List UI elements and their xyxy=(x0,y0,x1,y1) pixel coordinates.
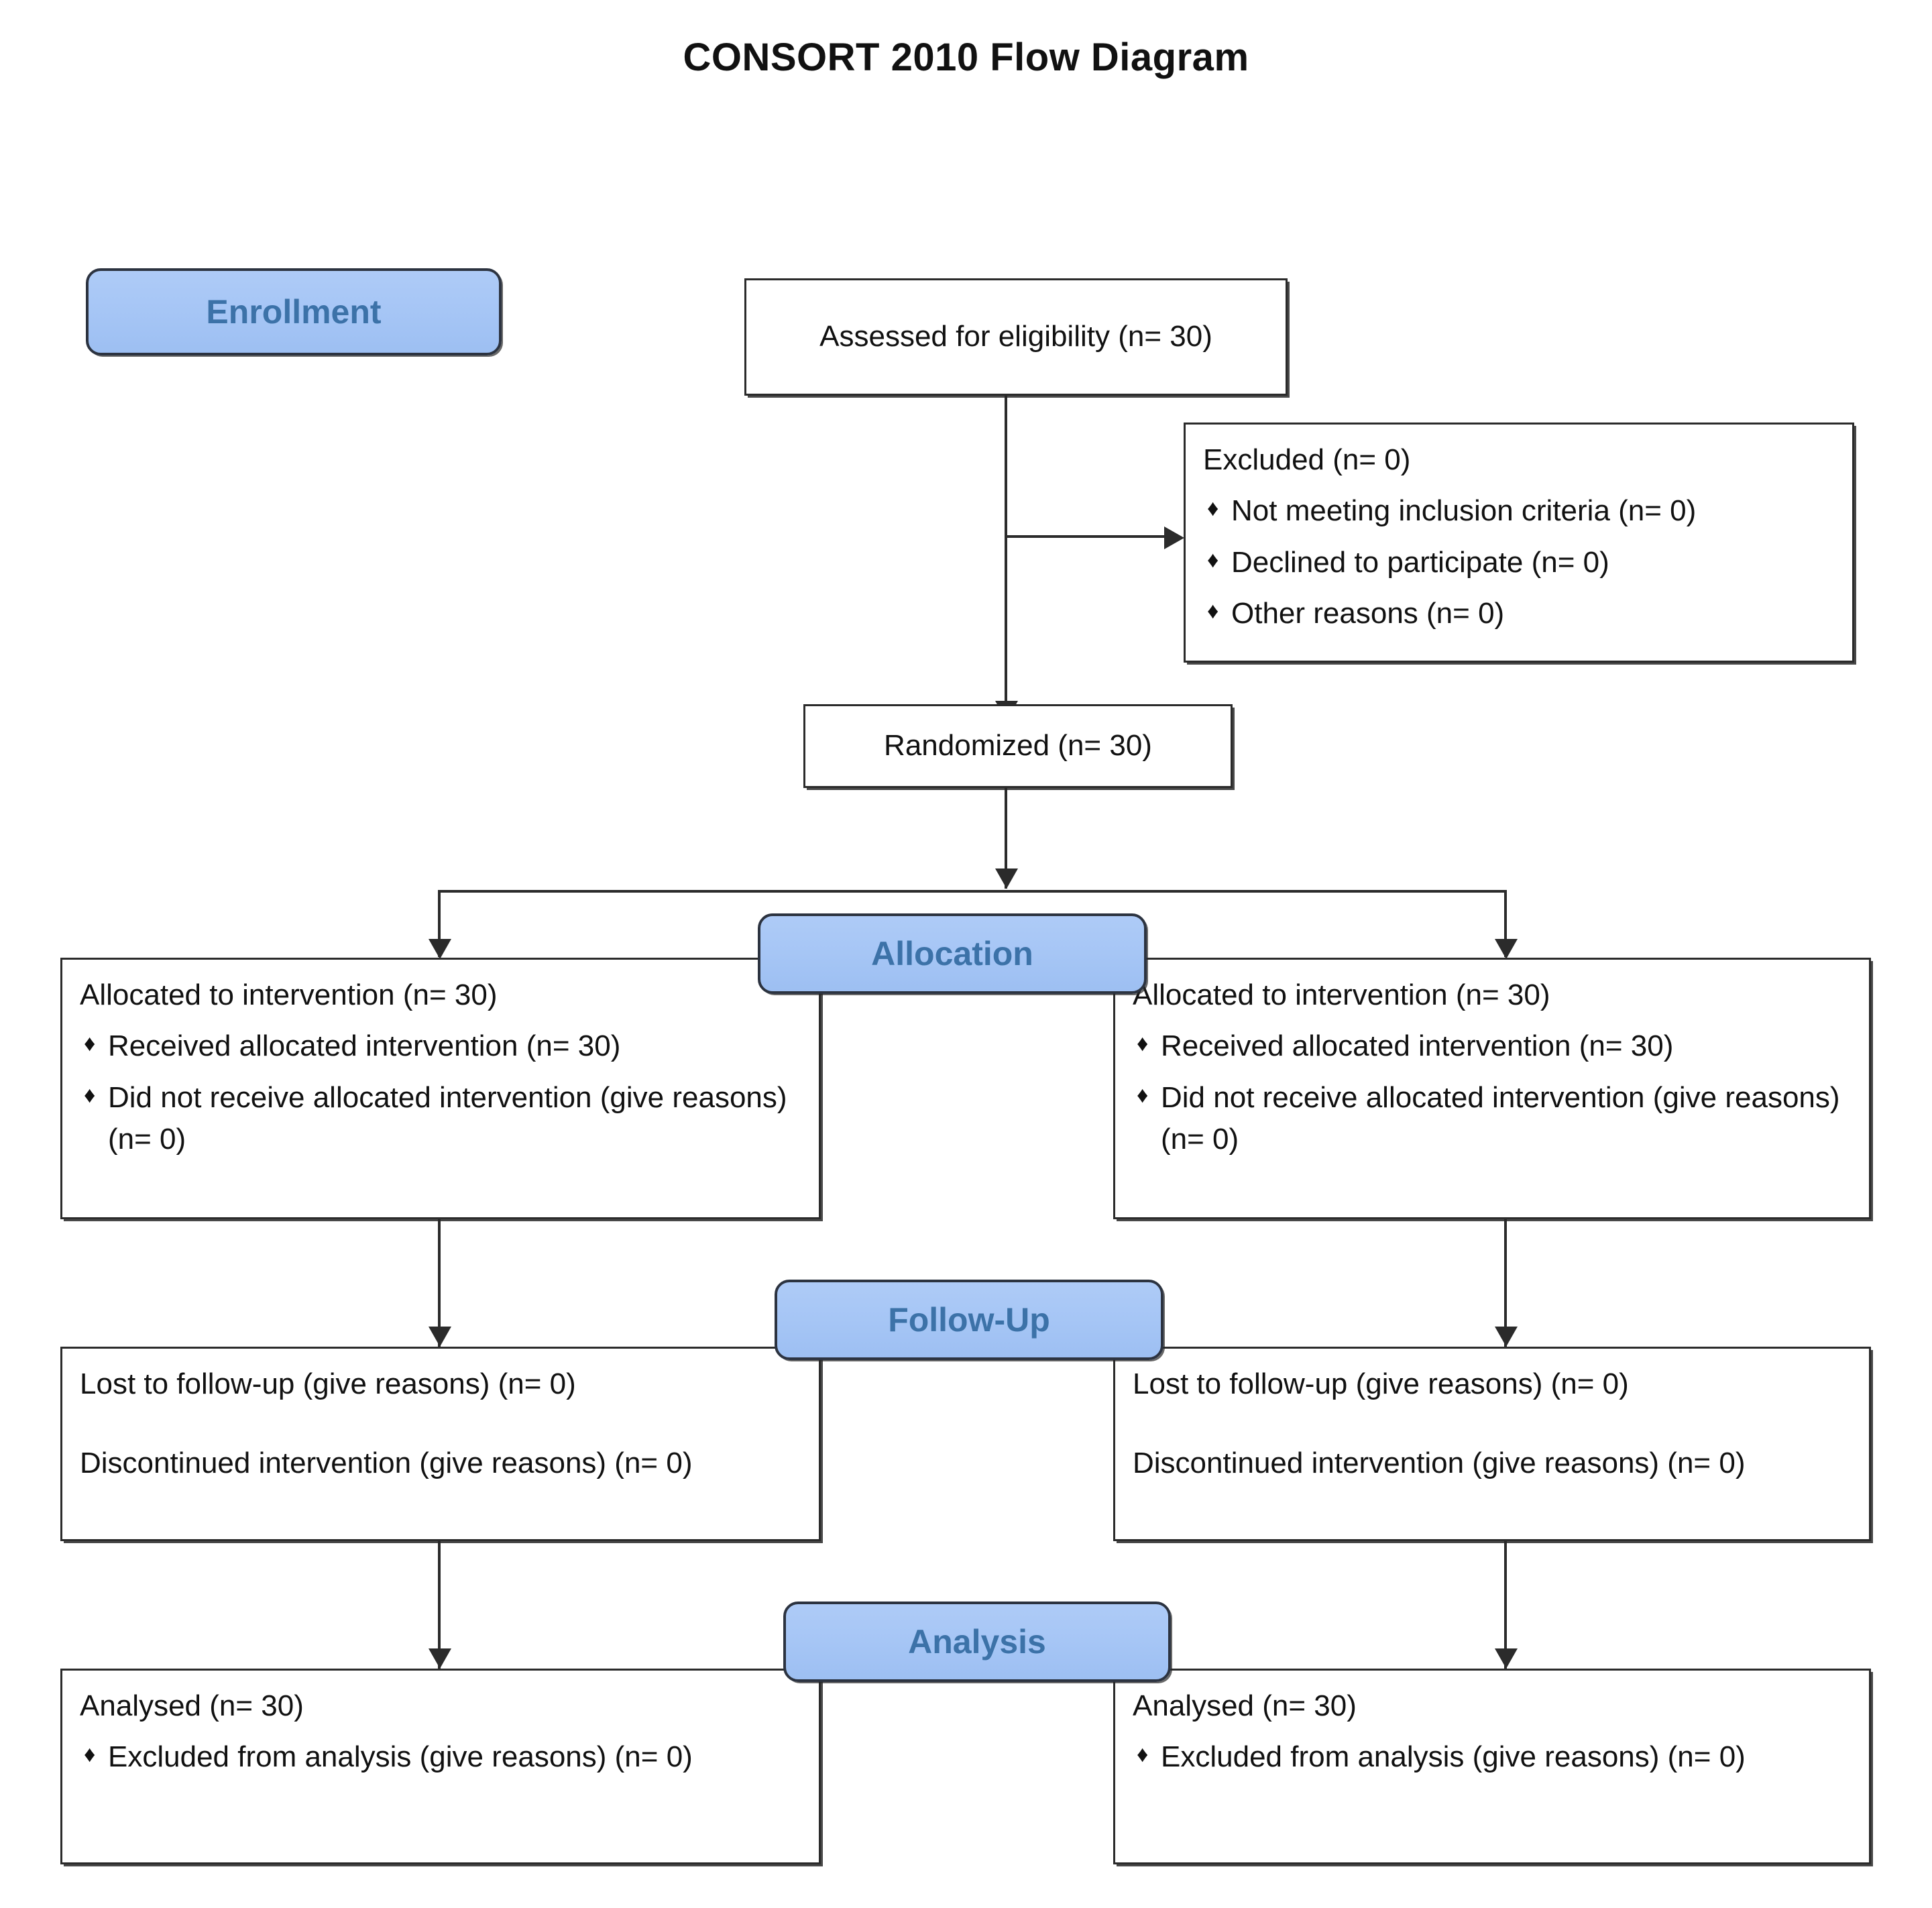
stage-badge-allocation-label: Allocation xyxy=(871,935,1033,972)
arrowhead-into-allocation-right xyxy=(1495,939,1518,959)
node-analysis-left: Analysed (n= 30) ♦ Excluded from analysi… xyxy=(60,1669,821,1864)
list-item: ♦ Declined to participate (n= 0) xyxy=(1203,542,1835,583)
node-randomized: Randomized (n= 30) xyxy=(803,704,1233,788)
node-analysis-right: Analysed (n= 30) ♦ Excluded from analysi… xyxy=(1113,1669,1871,1864)
arrowhead-into-analysis-right xyxy=(1495,1648,1518,1669)
allocation-left-item-text: Did not receive allocated intervention (… xyxy=(108,1080,787,1156)
arrowhead-into-excluded xyxy=(1164,526,1184,549)
connector-assessed-to-randomized xyxy=(1005,396,1007,721)
list-item: ♦ Excluded from analysis (give reasons) … xyxy=(80,1736,801,1778)
connector-followup-left-to-analysis xyxy=(438,1541,441,1669)
list-item: ♦ Received allocated intervention (n= 30… xyxy=(80,1025,801,1067)
excluded-reason-text: Not meeting inclusion criteria (n= 0) xyxy=(1231,494,1697,528)
connector-allocation-right-to-followup xyxy=(1504,1219,1507,1347)
node-followup-left: Lost to follow-up (give reasons) (n= 0) … xyxy=(60,1347,821,1541)
stage-badge-enrollment: Enrollment xyxy=(86,268,502,355)
arrowhead-into-analysis-left xyxy=(429,1648,451,1669)
arrowhead-split-top xyxy=(995,868,1018,889)
analysis-right-heading: Analysed (n= 30) xyxy=(1133,1689,1357,1722)
followup-right-line2: Discontinued intervention (give reasons)… xyxy=(1133,1447,1746,1480)
stage-badge-enrollment-label: Enrollment xyxy=(206,293,382,331)
diamond-bullet-icon: ♦ xyxy=(1137,1742,1149,1768)
connector-split-right-down xyxy=(1504,890,1507,957)
allocation-left-heading: Allocated to intervention (n= 30) xyxy=(80,978,498,1011)
stage-badge-allocation: Allocation xyxy=(758,913,1147,994)
stage-badge-analysis: Analysis xyxy=(783,1602,1171,1682)
connector-split-horizontal xyxy=(439,890,1507,893)
excluded-reason-text: Declined to participate (n= 0) xyxy=(1231,545,1609,579)
randomized-text: Randomized (n= 30) xyxy=(884,729,1152,763)
node-followup-right: Lost to follow-up (give reasons) (n= 0) … xyxy=(1113,1347,1871,1541)
connector-assessed-to-excluded xyxy=(1005,535,1166,538)
analysis-left-list: ♦ Excluded from analysis (give reasons) … xyxy=(80,1736,801,1778)
diamond-bullet-icon: ♦ xyxy=(1207,547,1219,573)
allocation-left-item-text: Received allocated intervention (n= 30) xyxy=(108,1029,621,1063)
excluded-reason-text: Other reasons (n= 0) xyxy=(1231,597,1505,630)
node-excluded: Excluded (n= 0) ♦ Not meeting inclusion … xyxy=(1184,423,1854,663)
diamond-bullet-icon: ♦ xyxy=(84,1742,96,1768)
arrowhead-into-followup-right xyxy=(1495,1327,1518,1347)
diamond-bullet-icon: ♦ xyxy=(1137,1082,1149,1108)
allocation-left-list: ♦ Received allocated intervention (n= 30… xyxy=(80,1025,801,1160)
node-allocation-left: Allocated to intervention (n= 30) ♦ Rece… xyxy=(60,958,821,1219)
allocation-right-list: ♦ Received allocated intervention (n= 30… xyxy=(1133,1025,1852,1160)
list-item: ♦ Other reasons (n= 0) xyxy=(1203,593,1835,634)
diamond-bullet-icon: ♦ xyxy=(84,1031,96,1057)
analysis-left-item-text: Excluded from analysis (give reasons) (n… xyxy=(108,1740,693,1774)
followup-left-line2: Discontinued intervention (give reasons)… xyxy=(80,1447,693,1480)
list-item: ♦ Not meeting inclusion criteria (n= 0) xyxy=(1203,490,1835,532)
list-item: ♦ Did not receive allocated intervention… xyxy=(1133,1077,1852,1161)
connector-allocation-left-to-followup xyxy=(438,1219,441,1347)
followup-right-line1: Lost to follow-up (give reasons) (n= 0) xyxy=(1133,1367,1629,1400)
connector-randomized-down xyxy=(1005,788,1007,889)
stage-badge-followup: Follow-Up xyxy=(775,1280,1163,1360)
excluded-reason-list: ♦ Not meeting inclusion criteria (n= 0) … xyxy=(1203,490,1835,634)
list-item: ♦ Did not receive allocated intervention… xyxy=(80,1077,801,1161)
stage-badge-followup-label: Follow-Up xyxy=(888,1301,1050,1339)
connector-split-left-down xyxy=(438,890,441,957)
allocation-right-item-text: Did not receive allocated intervention (… xyxy=(1161,1080,1840,1156)
followup-left-line1: Lost to follow-up (give reasons) (n= 0) xyxy=(80,1367,576,1400)
node-assessed-for-eligibility: Assessed for eligibility (n= 30) xyxy=(744,278,1288,396)
list-item: ♦ Received allocated intervention (n= 30… xyxy=(1133,1025,1852,1067)
node-allocation-right: Allocated to intervention (n= 30) ♦ Rece… xyxy=(1113,958,1871,1219)
page-title: CONSORT 2010 Flow Diagram xyxy=(683,36,1249,79)
allocation-right-item-text: Received allocated intervention (n= 30) xyxy=(1161,1029,1674,1063)
stage-badge-analysis-label: Analysis xyxy=(908,1623,1046,1661)
excluded-heading: Excluded (n= 0) xyxy=(1203,443,1411,476)
diamond-bullet-icon: ♦ xyxy=(1137,1031,1149,1057)
arrowhead-into-followup-left xyxy=(429,1327,451,1347)
arrowhead-into-allocation-left xyxy=(429,939,451,959)
diamond-bullet-icon: ♦ xyxy=(84,1082,96,1108)
assessed-text: Assessed for eligibility (n= 30) xyxy=(819,320,1212,353)
connector-followup-right-to-analysis xyxy=(1504,1541,1507,1669)
analysis-right-list: ♦ Excluded from analysis (give reasons) … xyxy=(1133,1736,1852,1778)
list-item: ♦ Excluded from analysis (give reasons) … xyxy=(1133,1736,1852,1778)
allocation-right-heading: Allocated to intervention (n= 30) xyxy=(1133,978,1550,1011)
analysis-right-item-text: Excluded from analysis (give reasons) (n… xyxy=(1161,1740,1746,1774)
diamond-bullet-icon: ♦ xyxy=(1207,598,1219,624)
analysis-left-heading: Analysed (n= 30) xyxy=(80,1689,304,1722)
diamond-bullet-icon: ♦ xyxy=(1207,496,1219,522)
